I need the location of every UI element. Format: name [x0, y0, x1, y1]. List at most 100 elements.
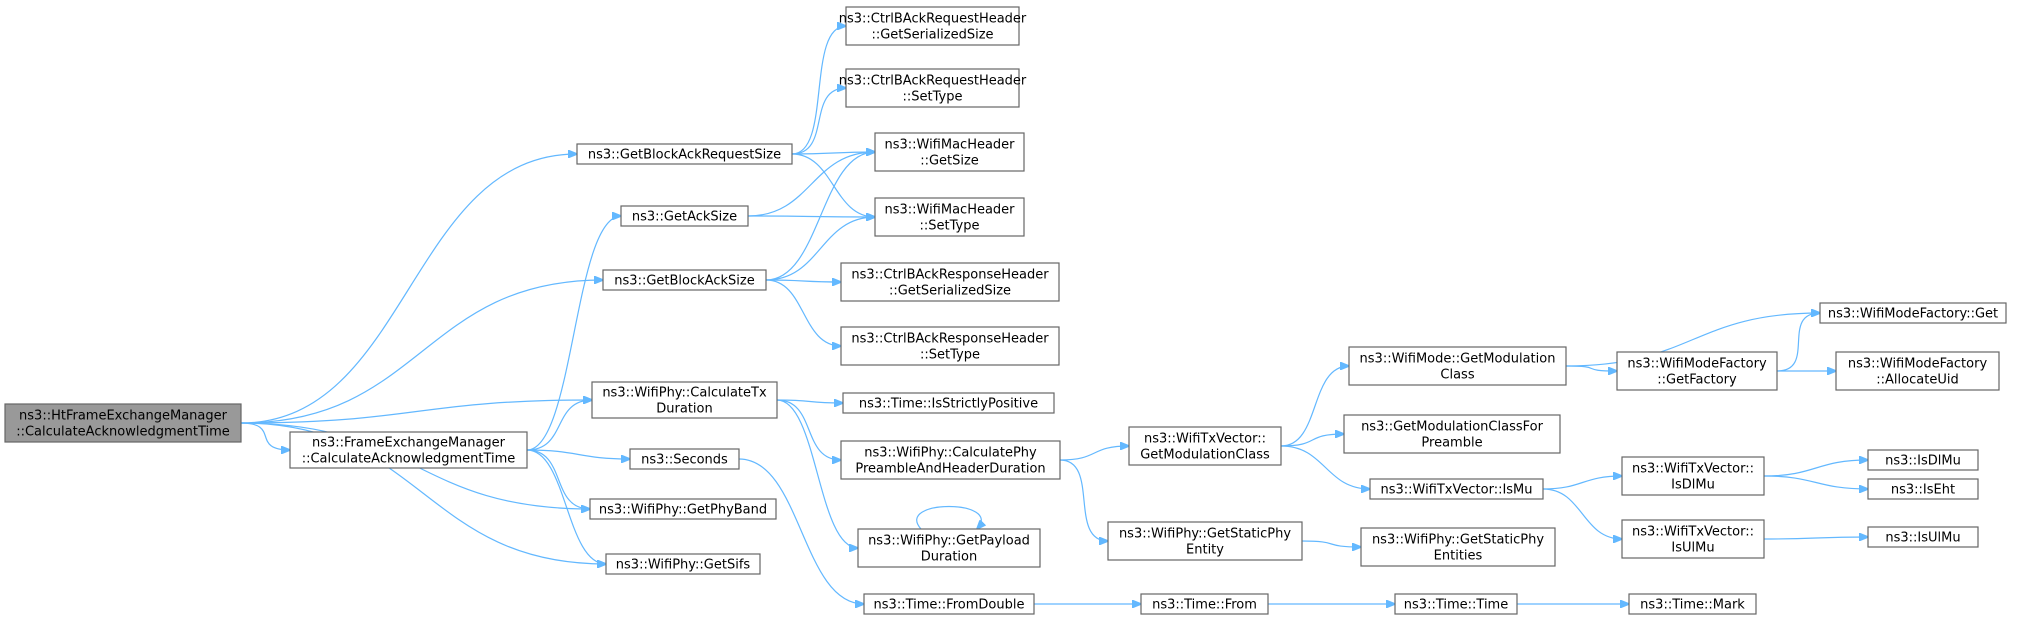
- node-is-ul-mu[interactable]: ns3::IsUlMu: [1867, 526, 1979, 548]
- edge-root-to-get-sifs: [240, 422, 606, 564]
- edge-get-block-ack-size-to-mac-get-size: [765, 152, 875, 281]
- node-get-sifs[interactable]: ns3::WifiPhy::GetSifs: [605, 553, 761, 575]
- node-get-ack-size[interactable]: ns3::GetAckSize: [620, 205, 749, 227]
- node-label: ns3::Time::Mark: [1640, 598, 1745, 613]
- edge-txv-get-mod-class-to-mode-get-mod-class: [1280, 366, 1349, 447]
- node-box: [1107, 521, 1303, 561]
- node-get-block-ack-size[interactable]: ns3::GetBlockAckSize: [602, 269, 767, 291]
- node-label: ::SetType: [920, 219, 980, 234]
- node-get-block-ack-request-size[interactable]: ns3::GetBlockAckRequestSize: [576, 143, 793, 165]
- node-is-dl-mu[interactable]: ns3::IsDlMu: [1867, 449, 1979, 471]
- edge-mode-get-mod-class-to-mode-factory-get: [1565, 313, 1820, 367]
- edge-txv-is-mu-to-txv-is-ul-mu: [1542, 488, 1622, 539]
- node-label: ns3::WifiPhy::GetPhyBand: [599, 503, 767, 518]
- node-box: [602, 269, 767, 291]
- node-box: [874, 132, 1025, 172]
- node-box: [605, 553, 761, 575]
- node-box: [289, 431, 528, 469]
- node-label: ns3::CtrlBAckRequestHeader: [839, 12, 1027, 27]
- node-time-mark[interactable]: ns3::Time::Mark: [1628, 593, 1757, 615]
- node-box: [857, 528, 1041, 568]
- node-label: ns3::WifiPhy::GetStaticPhy: [1119, 527, 1291, 542]
- node-mac-get-size[interactable]: ns3::WifiMacHeader::GetSize: [874, 132, 1025, 172]
- edge-calc-phy-preamble-to-get-static-phy-entity: [1059, 459, 1108, 541]
- node-mac-set-type[interactable]: ns3::WifiMacHeader::SetType: [874, 197, 1025, 237]
- node-txv-get-mod-class[interactable]: ns3::WifiTxVector::GetModulationClass: [1128, 426, 1282, 466]
- node-label: ns3::GetBlockAckRequestSize: [588, 148, 781, 163]
- node-txv-is-dl-mu[interactable]: ns3::WifiTxVector::IsDlMu: [1621, 456, 1765, 496]
- node-label: Class: [1440, 368, 1474, 383]
- node-label: ns3::IsUlMu: [1885, 531, 1960, 546]
- node-ba-get-ser-size[interactable]: ns3::CtrlBAckResponseHeader::GetSerializ…: [840, 262, 1060, 302]
- node-mode-get-mod-class[interactable]: ns3::WifiMode::GetModulationClass: [1348, 346, 1567, 386]
- edge-txv-is-dl-mu-to-is-dl-mu: [1763, 460, 1868, 477]
- edge-fem-calc-ack-to-get-ack-size: [526, 216, 621, 451]
- node-label: ns3::IsDlMu: [1885, 454, 1961, 469]
- edge-seconds-to-from-double: [738, 458, 864, 604]
- node-label: ::GetFactory: [1657, 373, 1737, 388]
- node-label: ns3::Time::IsStrictlyPositive: [859, 397, 1038, 412]
- node-label: IsDlMu: [1671, 478, 1715, 493]
- node-label: ns3::WifiPhy::GetStaticPhy: [1372, 533, 1544, 548]
- node-box: [4, 403, 242, 443]
- node-label: ns3::WifiPhy::CalculatePhy: [864, 446, 1037, 461]
- node-mode-factory-get[interactable]: ns3::WifiModeFactory::Get: [1819, 302, 2007, 324]
- node-time-from[interactable]: ns3::Time::From: [1140, 593, 1269, 615]
- node-get-phy-band[interactable]: ns3::WifiPhy::GetPhyBand: [589, 498, 777, 520]
- node-label: Entities: [1434, 549, 1483, 564]
- node-ba-set-type[interactable]: ns3::CtrlBAckResponseHeader::SetType: [840, 326, 1060, 366]
- node-box: [845, 6, 1020, 46]
- node-box: [845, 68, 1020, 108]
- edge-get-ack-size-to-mac-get-size: [747, 152, 875, 217]
- node-box: [1867, 526, 1979, 548]
- node-label: ns3::GetModulationClassFor: [1361, 420, 1544, 435]
- node-label: ::CalculateAcknowledgmentTime: [302, 452, 516, 467]
- node-calc-phy-preamble[interactable]: ns3::WifiPhy::CalculatePhyPreambleAndHea…: [840, 440, 1061, 480]
- node-box: [629, 448, 740, 470]
- node-from-double[interactable]: ns3::Time::FromDouble: [863, 593, 1035, 615]
- node-label: Duration: [656, 402, 712, 417]
- node-label: ns3::WifiModeFactory::Get: [1828, 307, 1998, 322]
- node-label: ::GetSize: [920, 154, 979, 169]
- edge-mode-get-mod-class-to-mode-factory-get-factory: [1565, 365, 1617, 371]
- node-root[interactable]: ns3::HtFrameExchangeManager::CalculateAc…: [4, 403, 242, 443]
- node-label: ns3::WifiTxVector::: [1632, 462, 1754, 477]
- edge-txv-get-mod-class-to-txv-is-mu: [1280, 445, 1370, 489]
- node-txv-is-mu[interactable]: ns3::WifiTxVector::IsMu: [1369, 478, 1544, 500]
- node-box: [576, 143, 793, 165]
- node-label: ns3::WifiTxVector::: [1144, 432, 1266, 447]
- node-label: ns3::CtrlBAckResponseHeader: [851, 268, 1049, 283]
- node-is-strictly-positive[interactable]: ns3::Time::IsStrictlyPositive: [842, 392, 1055, 414]
- node-time-time[interactable]: ns3::Time::Time: [1394, 593, 1518, 615]
- node-is-eht[interactable]: ns3::IsEht: [1867, 478, 1979, 500]
- node-mode-factory-get-factory[interactable]: ns3::WifiModeFactory::GetFactory: [1616, 351, 1778, 391]
- node-label: ns3::WifiMacHeader: [884, 138, 1015, 153]
- node-fem-calc-ack[interactable]: ns3::FrameExchangeManager::CalculateAckn…: [289, 431, 528, 469]
- edge-txv-is-ul-mu-to-is-ul-mu: [1763, 537, 1868, 539]
- edge-fem-calc-ack-to-get-sifs: [526, 449, 606, 564]
- node-bar-get-ser-size[interactable]: ns3::CtrlBAckRequestHeader::GetSerialize…: [839, 6, 1027, 46]
- node-seconds[interactable]: ns3::Seconds: [629, 448, 740, 470]
- edge-root-to-fem-calc-ack: [240, 422, 290, 450]
- edge-get-block-ack-size-to-mac-set-type: [765, 217, 875, 281]
- node-label: ::GetSerializedSize: [871, 28, 993, 43]
- edge-mode-factory-get-factory-to-mode-factory-get: [1776, 313, 1820, 372]
- edge-get-ack-size-to-mac-set-type: [747, 216, 875, 217]
- node-mode-factory-allocate-uid[interactable]: ns3::WifiModeFactory::AllocateUid: [1835, 351, 2000, 391]
- node-box: [589, 498, 777, 520]
- edge-fem-calc-ack-to-seconds: [526, 449, 630, 459]
- node-bar-set-type[interactable]: ns3::CtrlBAckRequestHeader::SetType: [839, 68, 1027, 108]
- nodes-layer: ns3::HtFrameExchangeManager::CalculateAc…: [4, 6, 2007, 615]
- node-label: ns3::WifiTxVector::IsMu: [1380, 483, 1532, 498]
- node-box: [842, 392, 1055, 414]
- node-txv-is-ul-mu[interactable]: ns3::WifiTxVector::IsUlMu: [1621, 519, 1765, 559]
- edge-fem-calc-ack-to-get-phy-band: [526, 449, 590, 509]
- node-label: ns3::WifiMode::GetModulation: [1360, 352, 1556, 367]
- edge-get-block-ack-request-size-to-mac-get-size: [791, 152, 875, 154]
